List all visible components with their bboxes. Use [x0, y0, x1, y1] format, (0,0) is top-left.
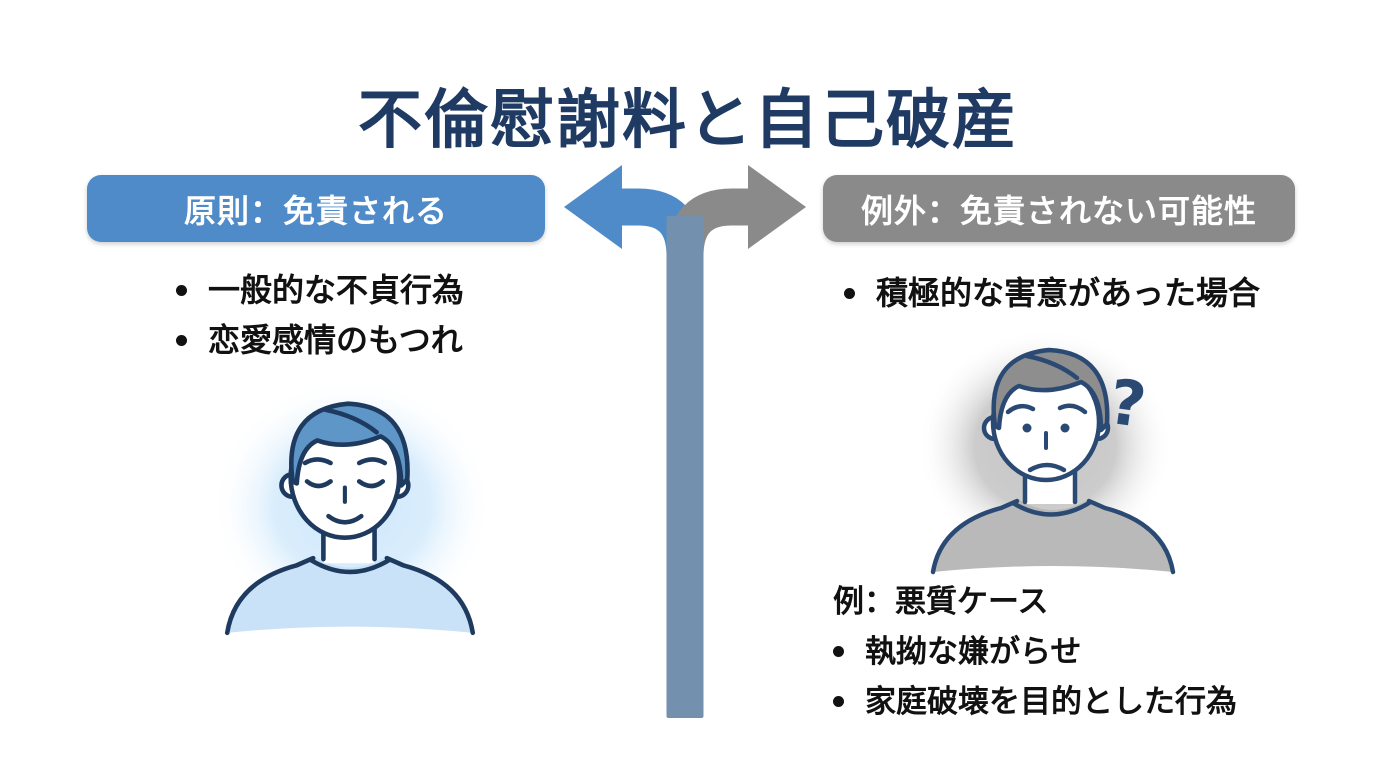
list-item: 一般的な不貞行為	[176, 272, 464, 309]
example-block: 例：悪質ケース 執拗な嫌がらせ 家庭破壊を目的とした行為	[833, 583, 1237, 733]
bullet-dot-icon	[176, 335, 187, 346]
hair	[289, 401, 410, 488]
hair-strand	[323, 407, 379, 435]
worried-person-icon: ?	[917, 329, 1176, 575]
worried-eyebrows	[1005, 403, 1088, 415]
shirt	[933, 500, 1173, 572]
right-branch-arrowhead	[748, 165, 806, 249]
calm-person-icon	[210, 377, 494, 636]
smile-mouth	[326, 513, 364, 525]
left-header-box: 原則：免責される	[87, 175, 545, 242]
bullet-dot-icon	[833, 646, 844, 657]
list-item-label: 一般的な不貞行為	[208, 272, 465, 308]
shoulder-outline	[384, 555, 476, 636]
right-bullet-list: 積極的な害意があった場合	[844, 275, 1260, 325]
hair	[991, 347, 1110, 433]
shoulder-outline	[1086, 498, 1176, 575]
list-item: 家庭破壊を目的とした行為	[833, 683, 1237, 720]
closed-eyes	[304, 479, 386, 489]
hair-strand	[1024, 353, 1080, 381]
page-title: 不倫慰謝料と自己破産	[358, 83, 1018, 156]
left-bullet-list: 一般的な不貞行為 恋愛感情のもつれ	[176, 272, 464, 372]
list-item-label: 執拗な嫌がらせ	[865, 634, 1082, 669]
list-item-label: 恋愛感情のもつれ	[208, 322, 463, 358]
left-branch-arrowhead	[564, 165, 622, 249]
right-header-box: 例外：免責されない可能性	[823, 175, 1295, 242]
left-header-label: 原則：免責される	[183, 192, 448, 229]
eyebrows	[302, 457, 388, 466]
eye	[1060, 423, 1070, 433]
right-header-label: 例外：免責されない可能性	[860, 192, 1257, 229]
collar-outline	[1010, 500, 1092, 517]
example-bullet-list: 執拗な嫌がらせ 家庭破壊を目的とした行為	[833, 633, 1237, 720]
shirt	[227, 557, 473, 633]
list-item: 積極的な害意があった場合	[844, 275, 1260, 312]
bullet-dot-icon	[176, 285, 187, 296]
frown-mouth	[1027, 462, 1067, 473]
list-item-label: 積極的な害意があった場合	[876, 275, 1261, 311]
bullet-dot-icon	[833, 696, 844, 707]
fork-trunk	[666, 216, 704, 718]
shoulder-outline	[930, 498, 1020, 575]
shoulder-outline	[224, 555, 316, 636]
example-title: 例：悪質ケース	[833, 584, 1049, 619]
list-item: 恋愛感情のもつれ	[176, 322, 464, 359]
collar-outline	[308, 557, 392, 575]
list-item-label: 家庭破壊を目的とした行為	[865, 684, 1237, 719]
fork-branch-arrows-icon	[564, 165, 806, 718]
eye	[1022, 423, 1032, 433]
list-item: 執拗な嫌がらせ	[833, 633, 1237, 670]
bullet-dot-icon	[844, 288, 855, 299]
